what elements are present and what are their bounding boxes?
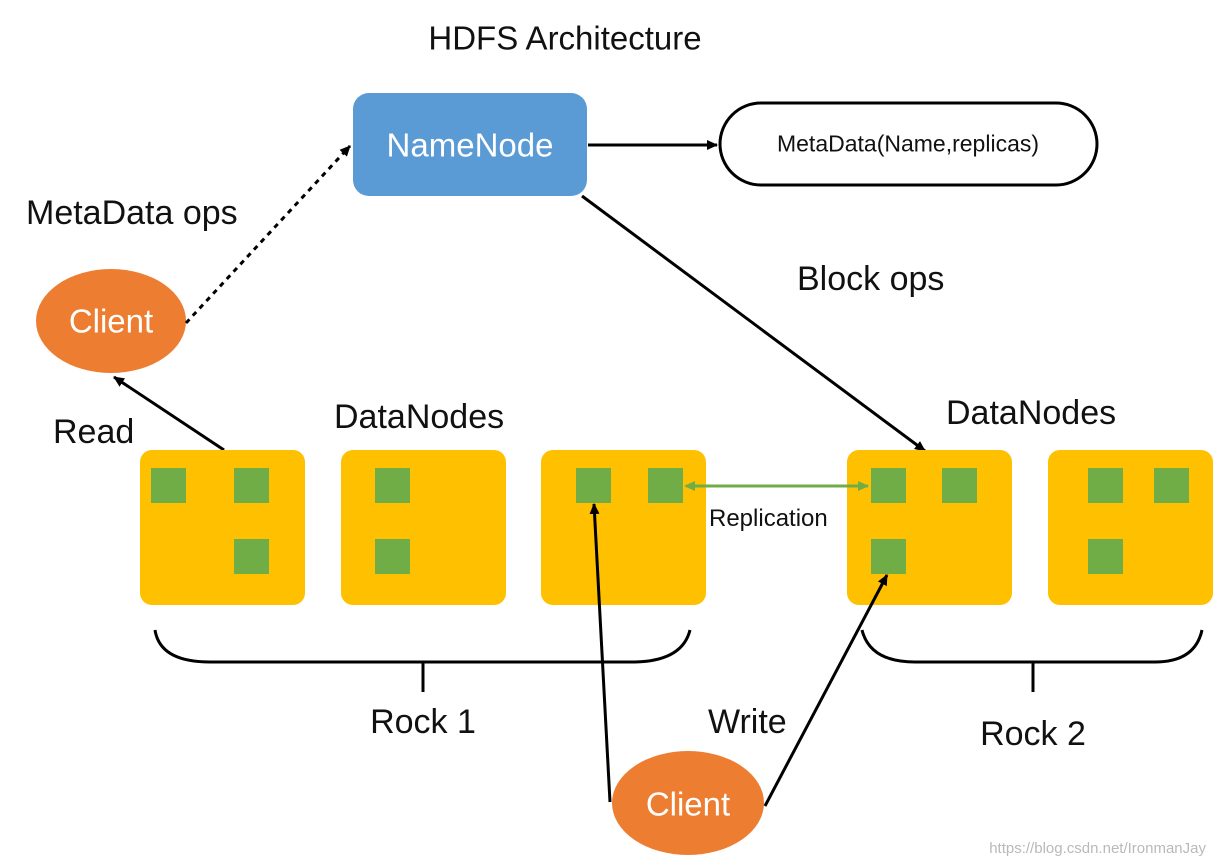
client-bottom-label: Client xyxy=(645,785,731,823)
replication-label: Replication xyxy=(709,505,828,532)
metadata-ops-arrow xyxy=(184,144,352,325)
data-block xyxy=(1088,468,1123,503)
metadata-label: MetaData(Name,replicas) xyxy=(776,130,1040,157)
diagram-title: HDFS Architecture xyxy=(428,19,702,57)
write-label: Write xyxy=(708,703,787,741)
data-block xyxy=(375,468,410,503)
data-block xyxy=(871,468,906,503)
data-block xyxy=(576,468,611,503)
data-block xyxy=(871,539,906,574)
read-label: Read xyxy=(53,413,135,451)
rack1-brace xyxy=(153,629,692,664)
datanodes-left-label: DataNodes xyxy=(334,398,505,436)
block-ops-label: Block ops xyxy=(797,260,945,298)
metadata-ops-label: MetaData ops xyxy=(26,194,238,232)
write-arrow-rack1 xyxy=(589,503,612,803)
data-block xyxy=(234,539,269,574)
data-block xyxy=(1088,539,1123,574)
data-block xyxy=(942,468,977,503)
rack1-label: Rock 1 xyxy=(370,703,476,741)
data-block xyxy=(648,468,683,503)
namenode-box xyxy=(353,93,587,196)
client-top-node xyxy=(36,269,186,373)
read-arrow xyxy=(113,375,225,452)
metadata-box xyxy=(718,101,1099,187)
write-arrow-rack2 xyxy=(763,574,889,807)
namenode-label: NameNode xyxy=(386,126,554,164)
data-block xyxy=(1154,468,1189,503)
client-bottom-node xyxy=(612,751,764,855)
data-block xyxy=(151,468,186,503)
client-top-label: Client xyxy=(68,302,154,340)
data-block xyxy=(375,539,410,574)
data-block xyxy=(234,468,269,503)
watermark: https://blog.csdn.net/IronmanJay xyxy=(989,840,1206,857)
datanodes-right-label: DataNodes xyxy=(946,394,1117,432)
rack2-brace xyxy=(860,629,1204,664)
rack2-label: Rock 2 xyxy=(980,715,1086,753)
block-ops-arrow xyxy=(581,194,926,453)
datanode-box xyxy=(341,450,506,605)
